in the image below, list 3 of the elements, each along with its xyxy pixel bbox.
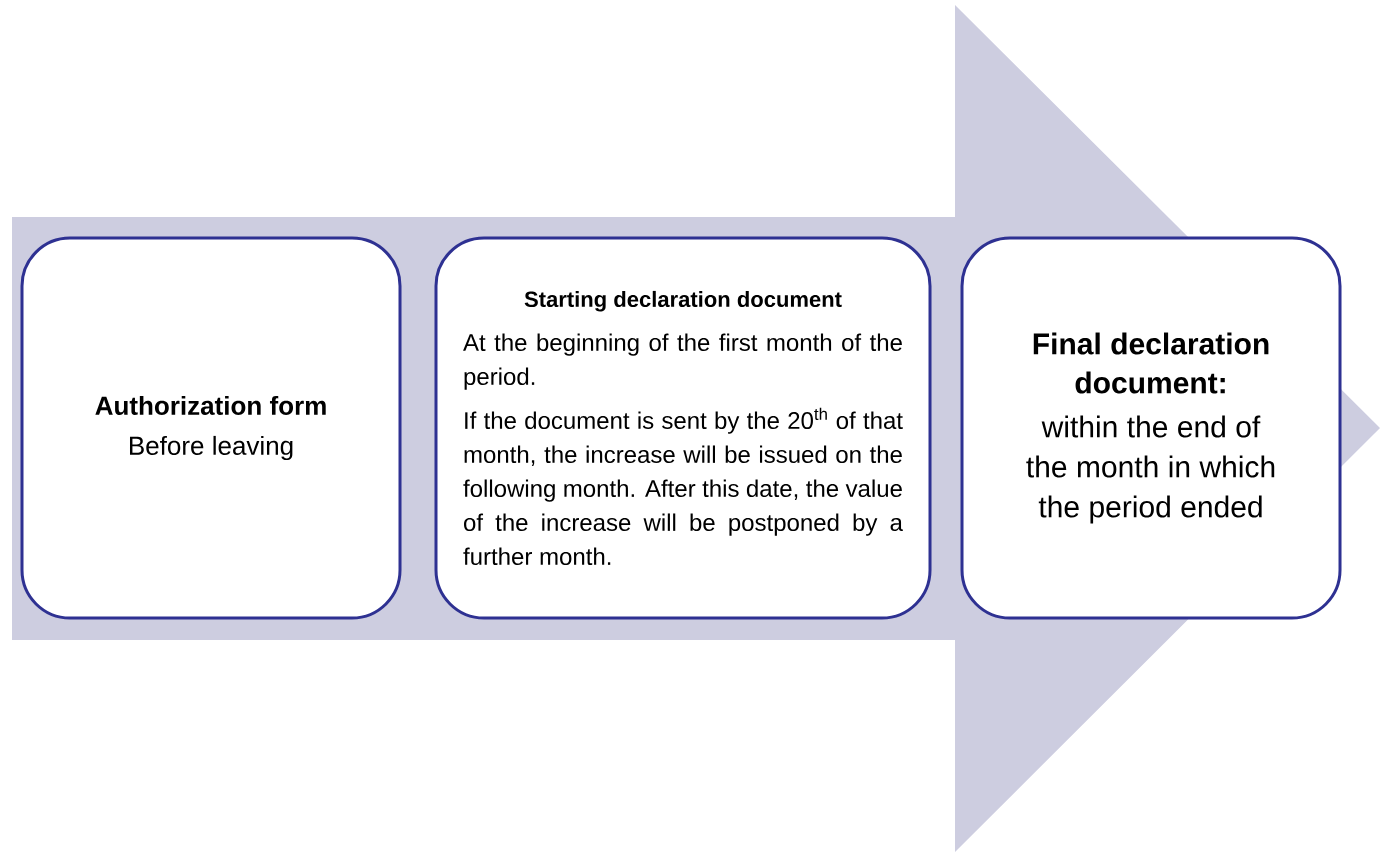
rounded-box: Starting declaration document At the beginning of the first month of the period. If the document is sent by the 20$^{th}$ of that month, the increase will be issued on the following month. After this date, the value of the increase will be postponed by a further month. [434, 236, 932, 620]
rounded-box: Authorization form Before leaving [20, 236, 402, 620]
rounded-box: Final declaration document: within the end of the month in which the period ended [960, 236, 1342, 620]
